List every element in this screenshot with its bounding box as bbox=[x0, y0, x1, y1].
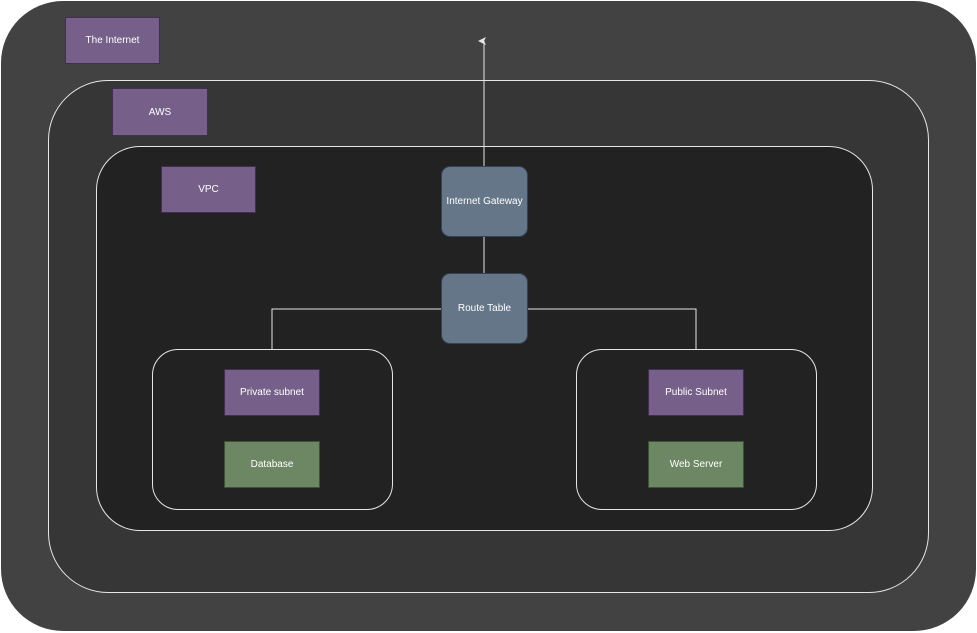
private-subnet-label: Private subnet bbox=[224, 369, 320, 416]
route-table-node: Route Table bbox=[441, 273, 528, 344]
internet-gateway-node: Internet Gateway bbox=[441, 166, 528, 237]
aws-label: AWS bbox=[112, 88, 208, 136]
web-server-node: Web Server bbox=[648, 441, 744, 488]
database-node: Database bbox=[224, 441, 320, 488]
public-subnet-label: Public Subnet bbox=[648, 369, 744, 416]
vpc-label: VPC bbox=[161, 166, 256, 213]
internet-label: The Internet bbox=[65, 17, 160, 64]
